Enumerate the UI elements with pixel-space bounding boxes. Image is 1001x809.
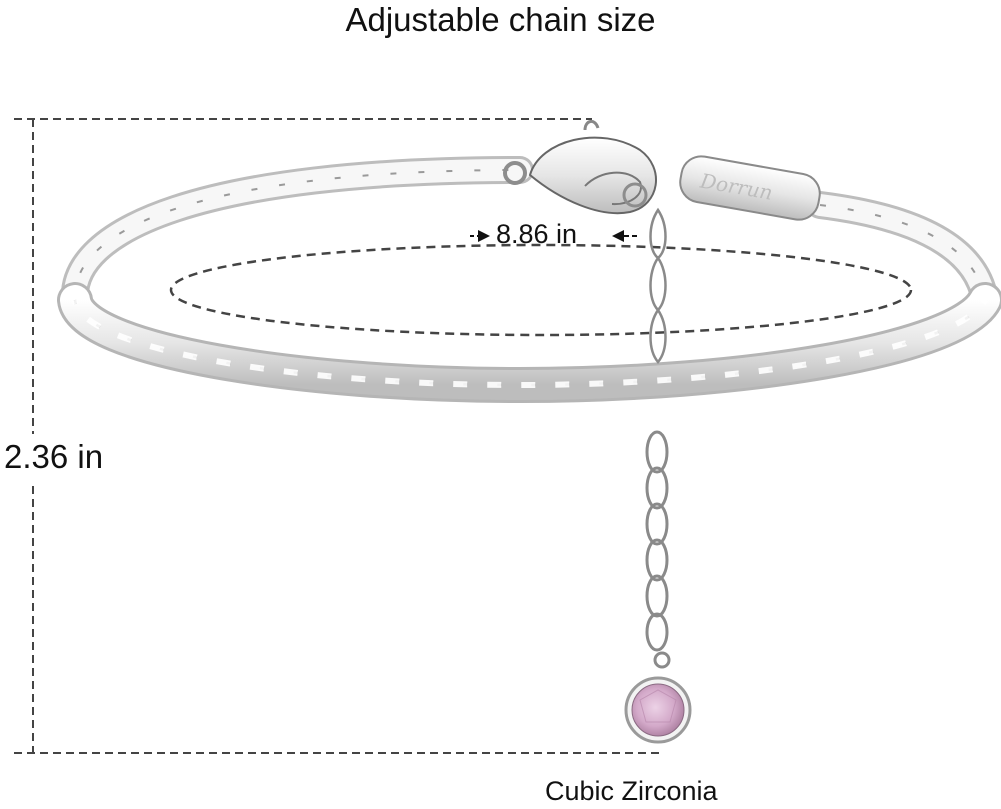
width-arrows <box>470 230 640 242</box>
extender-chain-lower <box>645 430 671 669</box>
right-pointing-arrow-icon <box>478 230 490 242</box>
cubic-zirconia-pendant <box>624 676 692 744</box>
extender-chain-upper <box>649 207 667 364</box>
left-pointing-arrow-icon <box>612 230 624 242</box>
inner-diameter-ellipse <box>169 243 913 337</box>
stone-label: Cubic Zirconia <box>545 776 718 806</box>
width-dimension-label: 8.86 in <box>496 219 578 249</box>
bracelet-front-strand <box>57 282 1001 404</box>
lobster-clasp <box>503 120 657 215</box>
height-dimension-lines <box>14 118 662 754</box>
page-title: Adjustable chain size <box>345 1 656 38</box>
bracelet-back-strand <box>60 156 999 314</box>
height-dimension-label: 2.36 in <box>2 437 106 477</box>
name-tag: Dorrun <box>679 155 821 221</box>
